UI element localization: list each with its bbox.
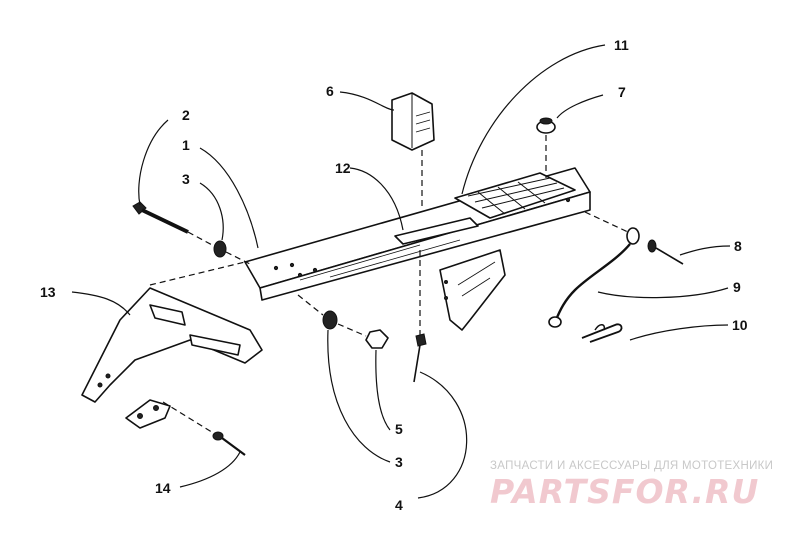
callout-10: 10 (732, 317, 748, 333)
pin-part (212, 431, 246, 456)
bolt-part (132, 201, 189, 234)
callout-3-lower: 3 (395, 454, 403, 470)
callout-8: 8 (734, 238, 742, 254)
callout-11: 11 (614, 37, 629, 53)
strap-part (548, 227, 640, 328)
alignment-lines (149, 135, 629, 435)
rivet-part (413, 333, 427, 383)
clip-part (391, 92, 435, 151)
callout-3-upper: 3 (182, 171, 190, 187)
bushing-upper (213, 240, 227, 258)
bushing-lower (322, 310, 338, 330)
nut-part (365, 329, 389, 349)
plug-part (536, 117, 556, 134)
callout-14: 14 (155, 480, 171, 496)
callout-6: 6 (326, 83, 334, 99)
callout-5: 4 (395, 497, 403, 513)
callout-12: 12 (335, 160, 351, 176)
stud-part (647, 239, 684, 265)
callout-labels: 2 1 3 6 7 11 12 13 8 9 10 5 3 14 4 (40, 37, 748, 513)
slot-plate (394, 217, 479, 245)
callout-4: 5 (395, 421, 403, 437)
watermark-logo: PARTSFOR.RU (490, 472, 760, 511)
callout-9: 9 (733, 279, 741, 295)
callout-2: 2 (182, 107, 190, 123)
grille-plate (454, 172, 576, 219)
bracket-part (81, 287, 263, 403)
mount-plate-part (125, 399, 171, 429)
watermark-caption: ЗАПЧАСТИ И АКСЕССУАРЫ ДЛЯ МОТОТЕХНИКИ (490, 460, 774, 472)
leader-lines (71, 44, 731, 499)
chassis-leg (439, 249, 506, 331)
callout-13: 13 (40, 284, 56, 300)
hitch-pin-part (581, 323, 623, 343)
callout-1: 1 (182, 137, 190, 153)
callout-7: 7 (618, 84, 626, 100)
